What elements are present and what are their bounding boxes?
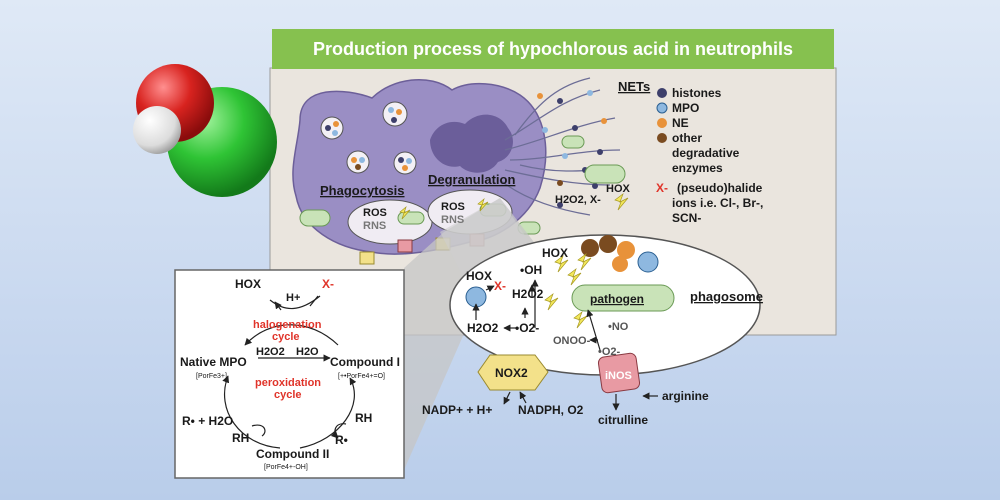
cycle-arrows (222, 295, 357, 449)
label-degranulation: Degranulation (428, 172, 515, 187)
native-mpo: Native MPO (180, 355, 247, 369)
cycle-r-right: R• (335, 433, 348, 447)
label-nadph: NADPH, O2 (518, 403, 584, 417)
legend-halide-3: SCN- (672, 211, 701, 225)
pathogen-extracellular-1 (299, 209, 331, 227)
pathogen-body (571, 284, 675, 312)
phago-onoo: ONOO- (553, 335, 591, 347)
phago-x-minus: X- (494, 279, 506, 293)
legend-histones-icon (657, 88, 667, 98)
legend-halide-1: (pseudo)halide (677, 181, 763, 195)
native-mpo-sub: [PorFe3+] (196, 373, 227, 380)
legend-x-minus: X- (656, 181, 668, 195)
phago-hox-1: HOX (466, 269, 492, 283)
enzyme-dot-5 (612, 256, 628, 272)
cycle-halogenation: halogenation (253, 319, 322, 331)
net-pathogen (584, 164, 626, 184)
phago-arrows (472, 279, 658, 411)
label-phagocytosis: Phagocytosis (320, 183, 405, 198)
label-rns-2: RNS (441, 214, 464, 226)
enzyme-dot-4 (637, 251, 659, 273)
phago-o2-a: •O2- (515, 321, 539, 335)
legend-degradative: degradative (672, 146, 740, 160)
phago-hox-2: HOX (542, 246, 568, 260)
enzyme-dot-2 (599, 235, 617, 253)
nox2-label: NOX2 (495, 366, 528, 380)
cycle-halogenation-cycle: cycle (272, 331, 300, 343)
phago-no: •NO (608, 321, 629, 333)
legend-mpo: MPO (672, 101, 699, 115)
cycle-rh-right: RH (355, 411, 372, 425)
compound-i-sub: [+•PorFe4+=O] (338, 373, 385, 380)
legend-other: other (672, 131, 702, 145)
cycle-hox: HOX (235, 277, 261, 291)
legend-other-icon (657, 133, 667, 143)
label-nadp: NADP+ + H+ (422, 403, 492, 417)
net-pathogen-small (561, 135, 585, 149)
net-dots (537, 90, 607, 208)
legend-ne-icon (657, 118, 667, 128)
pathogen-in-phago-1 (397, 211, 425, 225)
phago-h2o2-a: H2O2 (512, 287, 544, 301)
ros-bolts (399, 193, 629, 329)
cycle-r-h2o: R• + H2O (182, 414, 233, 428)
nucleus (430, 114, 513, 173)
cycle-peroxidation-cycle: cycle (274, 389, 302, 401)
legend-mpo-icon (656, 102, 668, 114)
label-h2o2-x: H2O2, X- (555, 194, 601, 206)
cycle-x-minus: X- (322, 277, 334, 291)
enzyme-dot-3 (617, 241, 635, 259)
hypochlorous-acid-molecule (133, 64, 277, 197)
label-ros-1: ROS (363, 207, 387, 219)
phagosome-label: phagosome (690, 289, 763, 304)
inos-enzyme (597, 352, 641, 394)
inos-label: iNOS (605, 370, 632, 382)
nox2-mini-1 (359, 251, 375, 265)
phago-h2o2-b: H2O2 (467, 321, 499, 335)
compound-ii: Compound II (256, 447, 329, 461)
enzyme-dot-1 (581, 239, 599, 257)
label-ros-2: ROS (441, 201, 465, 213)
mpo-cycle-panel (174, 269, 405, 479)
label-hox-net: HOX (606, 183, 631, 195)
legend-heading: NETs (618, 79, 650, 94)
phago-o2-b: •O2- (598, 346, 621, 358)
label-citrulline: citrulline (598, 413, 648, 427)
text-layer: NETs histones MPO NE other degradative e… (180, 79, 763, 471)
legend-markers (656, 88, 668, 143)
granules (320, 101, 417, 175)
legend-ne: NE (672, 116, 689, 130)
nox2-enzyme (477, 354, 549, 391)
cycle-h-plus: H+ (286, 292, 300, 304)
pathogen-label: pathogen (590, 292, 644, 306)
compound-ii-sub: [PorFe4+-OH] (264, 464, 308, 471)
cycle-peroxidation: peroxidation (255, 377, 321, 389)
compound-i: Compound I (330, 355, 400, 369)
label-rns-1: RNS (363, 220, 386, 232)
title-banner: Production process of hypochlorous acid … (272, 29, 834, 69)
legend-halide-2: ions i.e. Cl-, Br-, (672, 196, 763, 210)
cycle-h2o: H2O (296, 346, 319, 358)
cycle-h2o2: H2O2 (256, 346, 285, 358)
legend-enzymes: enzymes (672, 161, 723, 175)
cycle-rh-left: RH (232, 431, 249, 445)
phago-oh: •OH (520, 263, 542, 277)
label-arginine: arginine (662, 389, 709, 403)
inos-mini-1 (397, 239, 413, 253)
page-title: Production process of hypochlorous acid … (312, 38, 794, 59)
legend-histones: histones (672, 86, 722, 100)
